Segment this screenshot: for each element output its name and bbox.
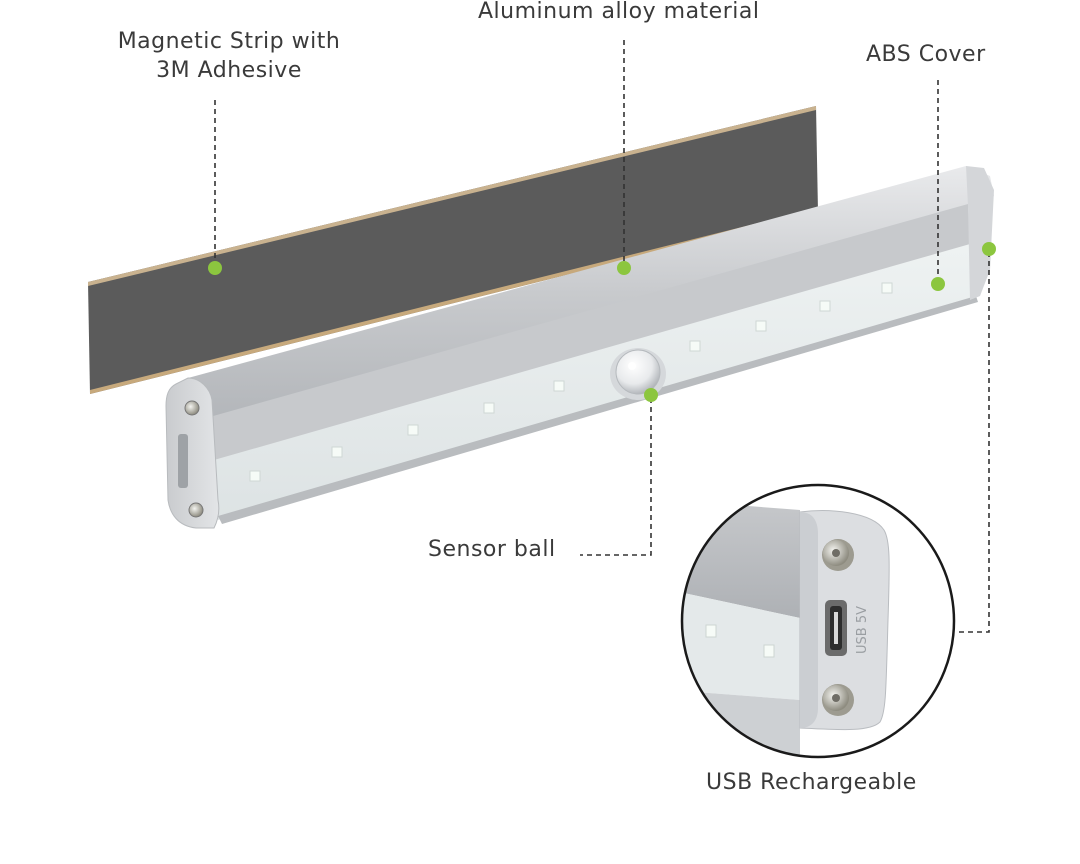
aluminum-label: Aluminum alloy material: [478, 0, 760, 24]
magnetic-strip-label: Magnetic Strip with 3M Adhesive: [117, 29, 341, 83]
abs-cover-label: ABS Cover: [866, 42, 986, 67]
led-chip-icon: [705, 624, 775, 658]
marker-abs-cover: [931, 277, 945, 291]
usb-inset-magnifier: USB 5V: [680, 483, 956, 759]
screw-icon: [822, 539, 854, 571]
marker-sensor-ball: [644, 388, 658, 402]
screw-icon: [184, 400, 200, 416]
micro-usb-port-icon: [825, 600, 847, 656]
marker-aluminum: [617, 261, 631, 275]
leader-lines: [214, 40, 990, 633]
marker-usb-end: [982, 242, 996, 256]
led-chip-icon: [249, 282, 893, 482]
screw-icon: [188, 502, 204, 518]
magnetic-strip: [88, 106, 818, 394]
screw-icon: [822, 684, 854, 716]
usb-rechargeable-label: USB Rechargeable: [706, 770, 917, 795]
marker-magnetic-strip: [208, 261, 222, 275]
light-bar: [165, 166, 994, 529]
usb-port-text: USB 5V: [855, 606, 870, 654]
pir-sensor-icon: [610, 348, 666, 400]
sensor-ball-label: Sensor ball: [428, 537, 556, 562]
